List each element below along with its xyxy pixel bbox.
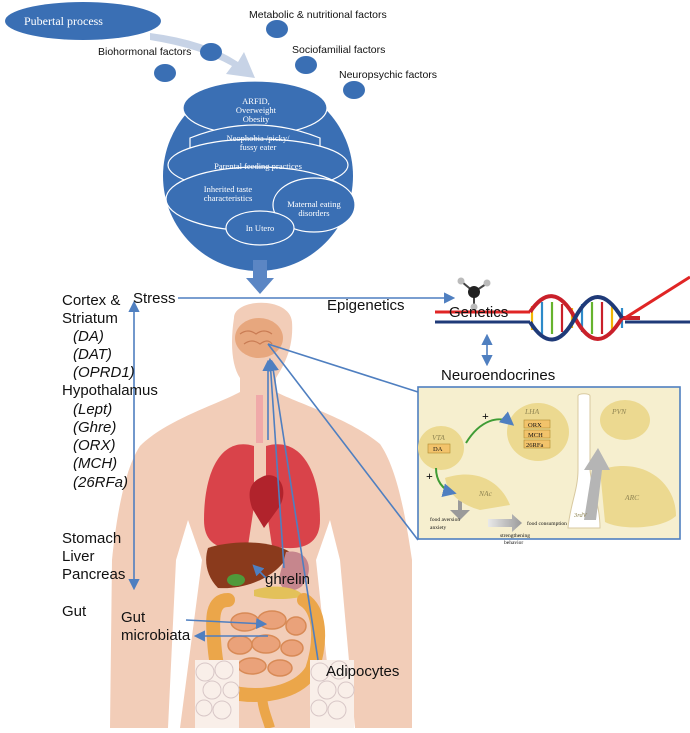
factors-circle [163, 80, 356, 271]
pancreas-label: Pancreas [62, 566, 126, 583]
inset-food-aversion: food aversion [430, 516, 460, 523]
orx-label: (ORX) [73, 437, 116, 454]
metabolic-factor-dot [266, 20, 288, 38]
circle-inherited-2: characteristics [204, 193, 253, 203]
metabolic-label: Metabolic & nutritional factors [249, 9, 387, 21]
biohormonal-factor-dot-2 [154, 64, 176, 82]
ghrelin-to-stomach-arrow [252, 564, 267, 579]
pubertal-curved-arrow [150, 33, 255, 78]
gut-label: Gut [62, 603, 87, 620]
adipocytes-left-patch [195, 660, 240, 728]
neuropsychic-label: Neuropsychic factors [339, 69, 438, 81]
small-intestine [227, 610, 307, 677]
neuroendocrine-inset [417, 386, 681, 540]
brain-to-inset-line-2 [267, 343, 419, 541]
circle-maternal-2: disorders [298, 208, 329, 218]
sociofamilial-label: Sociofamilial factors [292, 44, 386, 56]
inset-26rfa: 26RFa [526, 442, 543, 449]
ghrelin-label: ghrelin [265, 571, 311, 588]
adipocytes-to-brain-arrow [267, 359, 319, 661]
da-label: (DA) [73, 328, 104, 345]
stress-label: Stress [133, 290, 176, 307]
sociofamilial-factor-dot [295, 56, 317, 74]
inset-anxiety: anxiety [430, 525, 446, 531]
brain-folds [239, 330, 273, 345]
pubertal-process-label: Pubertal process [24, 14, 103, 28]
circle-parental: Parental feeding practices [214, 161, 302, 171]
adipocytes-right-patch [310, 660, 355, 728]
inset-food-consumption: food consumption [527, 520, 567, 527]
circle-utero: In Utero [246, 223, 275, 233]
pancreas [254, 586, 304, 599]
inset-3rdv: 3rdV [573, 512, 588, 519]
ghrelin-to-brain-arrow [265, 357, 285, 569]
circle-arfid-3: Obesity [243, 114, 270, 124]
biohormonal-label: Biohormonal factors [98, 46, 192, 58]
brain-to-inset-line-1 [267, 343, 419, 393]
inset-plus-2: + [426, 469, 433, 483]
striatum-label: Striatum [62, 310, 118, 327]
dna-red-tail [624, 275, 690, 320]
inset-da: DA [433, 446, 443, 453]
dna-helix-icon [528, 294, 640, 342]
inset-plus-1: + [482, 409, 489, 423]
inset-lha: LHA [524, 407, 540, 416]
hypothalamus-label: Hypothalamus [62, 382, 158, 399]
mch-label: (MCH) [73, 455, 118, 472]
circle-neophobia-2: fussy eater [240, 142, 277, 152]
large-intestine [206, 593, 326, 702]
microbiata-to-gut-arrow [185, 617, 268, 630]
circle-down-arrow [246, 260, 274, 294]
epigenetics-label: Epigenetics [327, 297, 405, 314]
methyl-group-icon [457, 277, 491, 311]
gallbladder [227, 574, 245, 586]
genetics-label: Genetics [449, 304, 509, 321]
left-lung [204, 444, 254, 549]
dat-label: (DAT) [73, 346, 112, 363]
neuropsychic-factor-dot [343, 81, 365, 99]
inset-mch: MCH [528, 432, 543, 439]
brain [235, 318, 283, 358]
rectum [257, 693, 275, 730]
circle-neophobia-1: Neophobia /picky/ [226, 133, 290, 143]
circle-arfid-1: ARFID, [242, 96, 270, 106]
ghre-label: (Ghre) [73, 419, 117, 436]
inset-strengthening-2: behavior [504, 540, 523, 546]
inset-vta: VTA [432, 433, 445, 442]
pubertal-process-ellipse [5, 2, 161, 40]
gut-microbiata-label-1: Gut [121, 609, 146, 626]
trachea [256, 395, 263, 443]
stomach-label: Stomach [62, 530, 122, 547]
inset-arc: ARC [624, 493, 640, 502]
biohormonal-factor-dot [200, 43, 222, 61]
inset-nac: NAc [478, 489, 493, 498]
cortex-label: Cortex & [62, 292, 121, 309]
oprd1-label: (OPRD1) [73, 364, 135, 381]
inset-orx: ORX [528, 422, 542, 429]
circle-arfid-2: Overweight [236, 105, 277, 115]
inset-strengthening-1: strengthening [500, 533, 530, 539]
adipocytes-label: Adipocytes [326, 663, 400, 680]
circle-maternal-1: Maternal eating [287, 199, 341, 209]
neuroendocrines-label: Neuroendocrines [441, 367, 556, 384]
stomach [279, 551, 309, 591]
heart [249, 475, 284, 528]
lept-label: (Lept) [73, 401, 113, 418]
gut-microbiata-label-2: microbiata [121, 627, 191, 644]
circle-inherited-1: Inherited taste [204, 184, 253, 194]
inset-pvn: PVN [611, 407, 627, 416]
liver [206, 542, 290, 589]
liver-label: Liver [62, 548, 95, 565]
rfa-label: (26RFa) [73, 474, 129, 491]
